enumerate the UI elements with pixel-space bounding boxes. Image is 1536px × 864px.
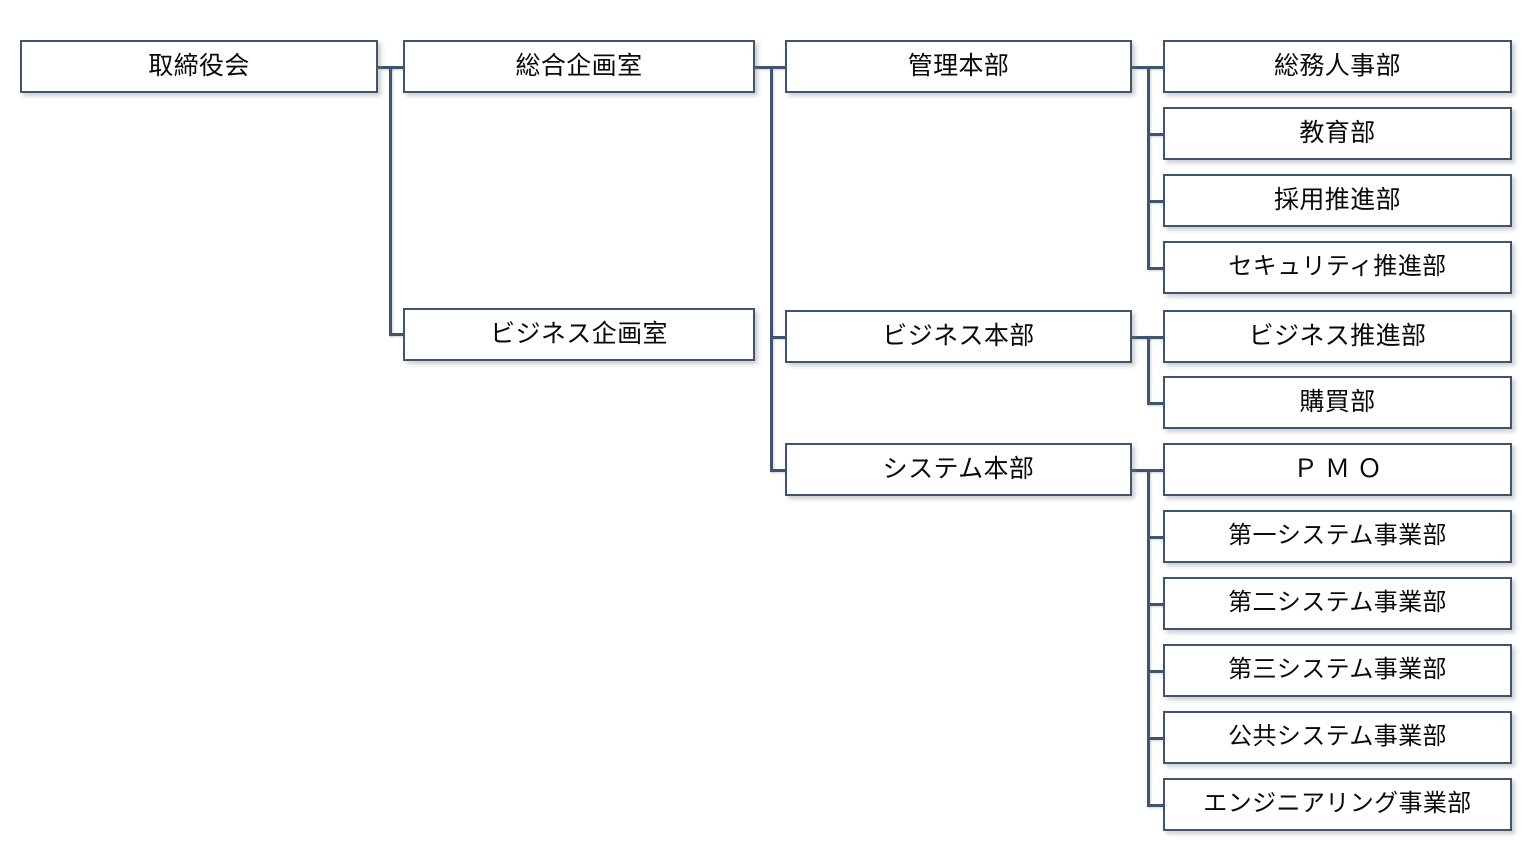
node-div-admin[interactable]: 管理本部 <box>785 40 1132 93</box>
connector-into-dept-system-public <box>1147 737 1165 740</box>
connector-into-dept-education <box>1147 133 1165 136</box>
node-dept-education-label: 教育部 <box>1299 118 1376 147</box>
node-planning-general-label: 総合企画室 <box>515 51 643 80</box>
node-dept-recruiting-label: 採用推進部 <box>1273 185 1401 214</box>
node-dept-business-promo-label: ビジネス推進部 <box>1248 321 1427 350</box>
node-dept-system-3[interactable]: 第三システム事業部 <box>1163 644 1512 697</box>
connector-into-div-system <box>770 469 787 472</box>
node-div-system[interactable]: システム本部 <box>785 443 1132 496</box>
connector-into-dept-system-3 <box>1147 670 1165 673</box>
connector-into-planning-general <box>389 66 405 69</box>
node-dept-general-affairs-hr-label: 総務人事部 <box>1273 51 1401 80</box>
connector-into-dept-general-affairs-hr <box>1147 66 1165 69</box>
connector-spine-business-depts <box>1147 336 1150 404</box>
connector-spine-admin-depts <box>1147 66 1150 269</box>
connector-into-planning-business <box>389 333 405 336</box>
node-dept-pmo[interactable]: ＰＭＯ <box>1163 443 1512 496</box>
node-dept-security[interactable]: セキュリティ推進部 <box>1163 241 1512 294</box>
node-dept-system-1[interactable]: 第一システム事業部 <box>1163 510 1512 563</box>
node-dept-system-public-label: 公共システム事業部 <box>1228 723 1447 751</box>
connector-spine-level2 <box>389 66 392 336</box>
node-planning-business[interactable]: ビジネス企画室 <box>403 308 755 361</box>
node-div-business[interactable]: ビジネス本部 <box>785 310 1132 363</box>
node-planning-general[interactable]: 総合企画室 <box>403 40 755 93</box>
node-board[interactable]: 取締役会 <box>20 40 378 93</box>
node-dept-education[interactable]: 教育部 <box>1163 107 1512 160</box>
connector-into-dept-security <box>1147 267 1165 270</box>
node-dept-purchasing[interactable]: 購買部 <box>1163 376 1512 429</box>
connector-div-business-out <box>1132 336 1150 339</box>
node-dept-system-2[interactable]: 第二システム事業部 <box>1163 577 1512 630</box>
connector-into-div-business <box>770 336 787 339</box>
connector-into-dept-recruiting <box>1147 200 1165 203</box>
connector-into-div-admin <box>770 66 787 69</box>
node-dept-purchasing-label: 購買部 <box>1299 387 1376 416</box>
node-dept-engineering-label: エンジニアリング事業部 <box>1203 790 1472 818</box>
node-dept-pmo-label: ＰＭＯ <box>1292 454 1389 483</box>
connector-into-dept-engineering <box>1147 804 1165 807</box>
connector-spine-system-depts <box>1147 469 1150 806</box>
node-dept-recruiting[interactable]: 採用推進部 <box>1163 174 1512 227</box>
node-planning-business-label: ビジネス企画室 <box>490 319 668 348</box>
node-dept-system-1-label: 第一システム事業部 <box>1228 522 1447 550</box>
connector-into-dept-purchasing <box>1147 402 1165 405</box>
node-div-business-label: ビジネス本部 <box>882 321 1035 350</box>
node-board-label: 取締役会 <box>148 51 250 80</box>
connector-spine-level3 <box>770 66 773 472</box>
connector-board-out <box>378 66 392 69</box>
connector-into-dept-pmo <box>1147 469 1165 472</box>
connector-into-dept-system-2 <box>1147 603 1165 606</box>
node-dept-system-2-label: 第二システム事業部 <box>1228 589 1447 617</box>
node-dept-system-3-label: 第三システム事業部 <box>1228 656 1447 684</box>
node-dept-business-promo[interactable]: ビジネス推進部 <box>1163 310 1512 363</box>
node-div-admin-label: 管理本部 <box>907 51 1010 80</box>
node-dept-general-affairs-hr[interactable]: 総務人事部 <box>1163 40 1512 93</box>
connector-into-dept-business-promo <box>1147 336 1165 339</box>
connector-div-system-out <box>1132 469 1150 472</box>
connector-planning-general-out <box>755 66 771 69</box>
connector-div-admin-out <box>1132 66 1150 69</box>
node-dept-engineering[interactable]: エンジニアリング事業部 <box>1163 778 1512 831</box>
node-dept-system-public[interactable]: 公共システム事業部 <box>1163 711 1512 764</box>
connector-into-dept-system-1 <box>1147 536 1165 539</box>
node-div-system-label: システム本部 <box>882 454 1035 483</box>
node-dept-security-label: セキュリティ推進部 <box>1228 253 1447 281</box>
